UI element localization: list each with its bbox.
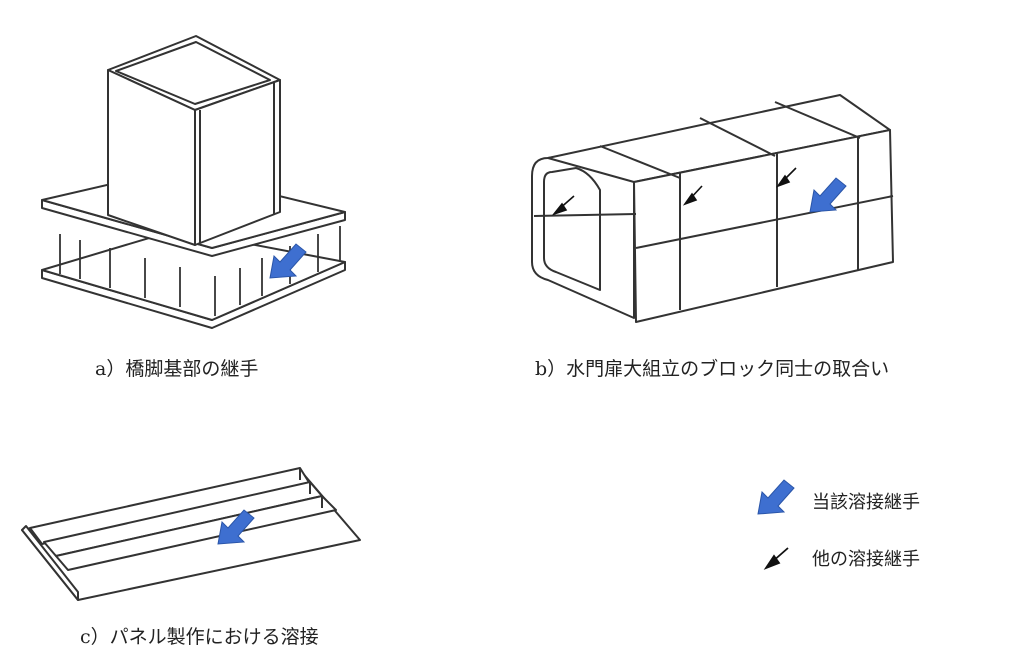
- legend-other-label: 他の溶接継手: [812, 549, 920, 570]
- legend-target-label: 当該溶接継手: [812, 492, 920, 513]
- diagram-b-sluice-gate: [531, 94, 894, 323]
- caption-c: c）パネル製作における溶接: [80, 626, 319, 648]
- legend-other-arrow-icon: [763, 547, 789, 570]
- caption-b: b）水門扉大組立のブロック同士の取合い: [535, 358, 890, 380]
- diagram-c-panel: [21, 467, 361, 601]
- legend-target-arrow-icon: [757, 479, 795, 515]
- diagram-a-pier-base: [41, 35, 346, 329]
- other-joint-arrows-b: [551, 167, 797, 216]
- caption-a: a）橋脚基部の継手: [95, 358, 259, 380]
